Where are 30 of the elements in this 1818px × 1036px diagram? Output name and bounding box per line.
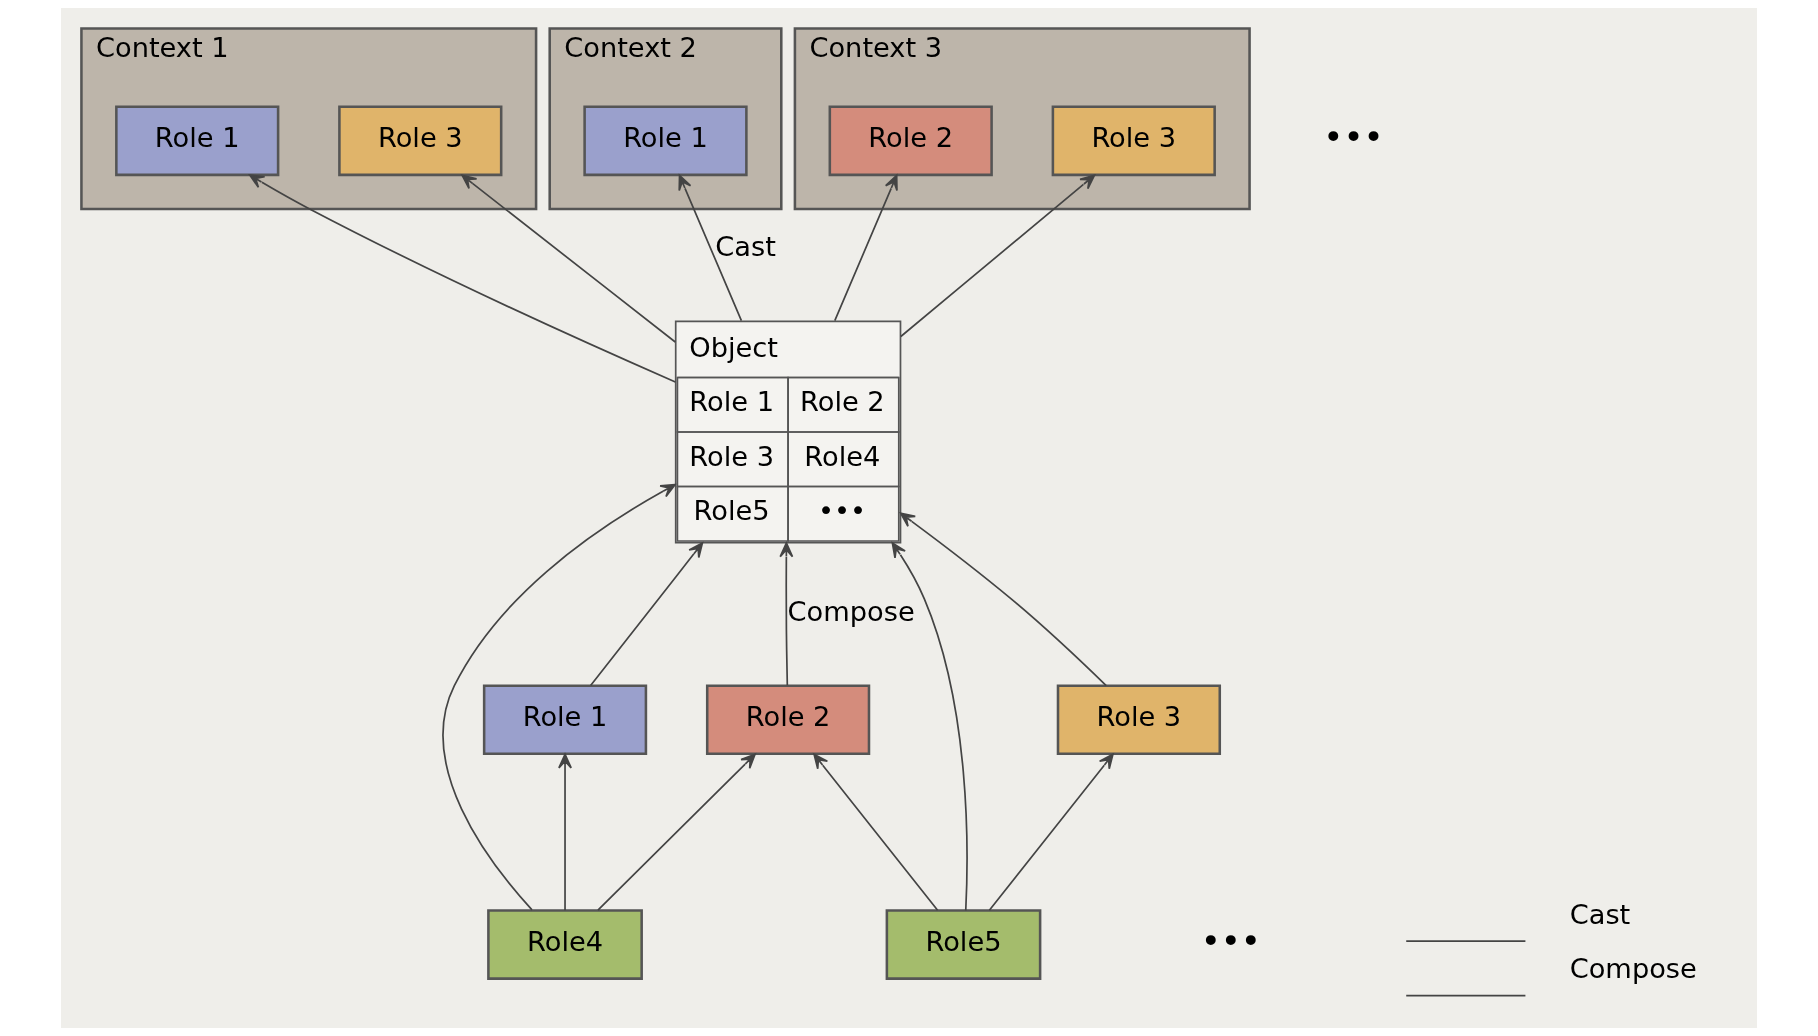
arrow <box>899 174 1096 338</box>
node-box: Role4 <box>487 909 643 980</box>
node-box: Role 1 <box>482 684 648 756</box>
node-box: Role 3 <box>338 105 503 177</box>
edge-label: Compose <box>787 595 915 627</box>
arrow <box>558 753 572 912</box>
arrow <box>899 512 1108 687</box>
arrow <box>589 542 704 687</box>
legend-label: Compose <box>1569 953 1697 985</box>
node-box: Role 2 <box>828 105 993 177</box>
node-box: Role 3 <box>1056 684 1222 756</box>
arrow <box>678 174 743 322</box>
edge-label: Cast <box>715 231 776 263</box>
arrow <box>597 753 756 912</box>
label: ••• <box>1323 117 1384 158</box>
node-box: Role 2 <box>705 684 871 756</box>
node-box: Role 1 <box>583 105 748 177</box>
arrow <box>779 542 794 687</box>
arrow <box>833 174 898 322</box>
arrow <box>461 174 677 343</box>
arrow <box>813 753 939 912</box>
arrow <box>891 542 968 912</box>
node-box: Role5 <box>885 909 1042 980</box>
arrow <box>442 483 676 911</box>
node-box: Role 1 <box>115 105 280 177</box>
node-box: Role 3 <box>1051 105 1216 177</box>
arrow <box>248 174 677 383</box>
arrow <box>988 753 1114 912</box>
legend-label: Cast <box>1569 898 1631 930</box>
label: ••• <box>1200 921 1261 962</box>
